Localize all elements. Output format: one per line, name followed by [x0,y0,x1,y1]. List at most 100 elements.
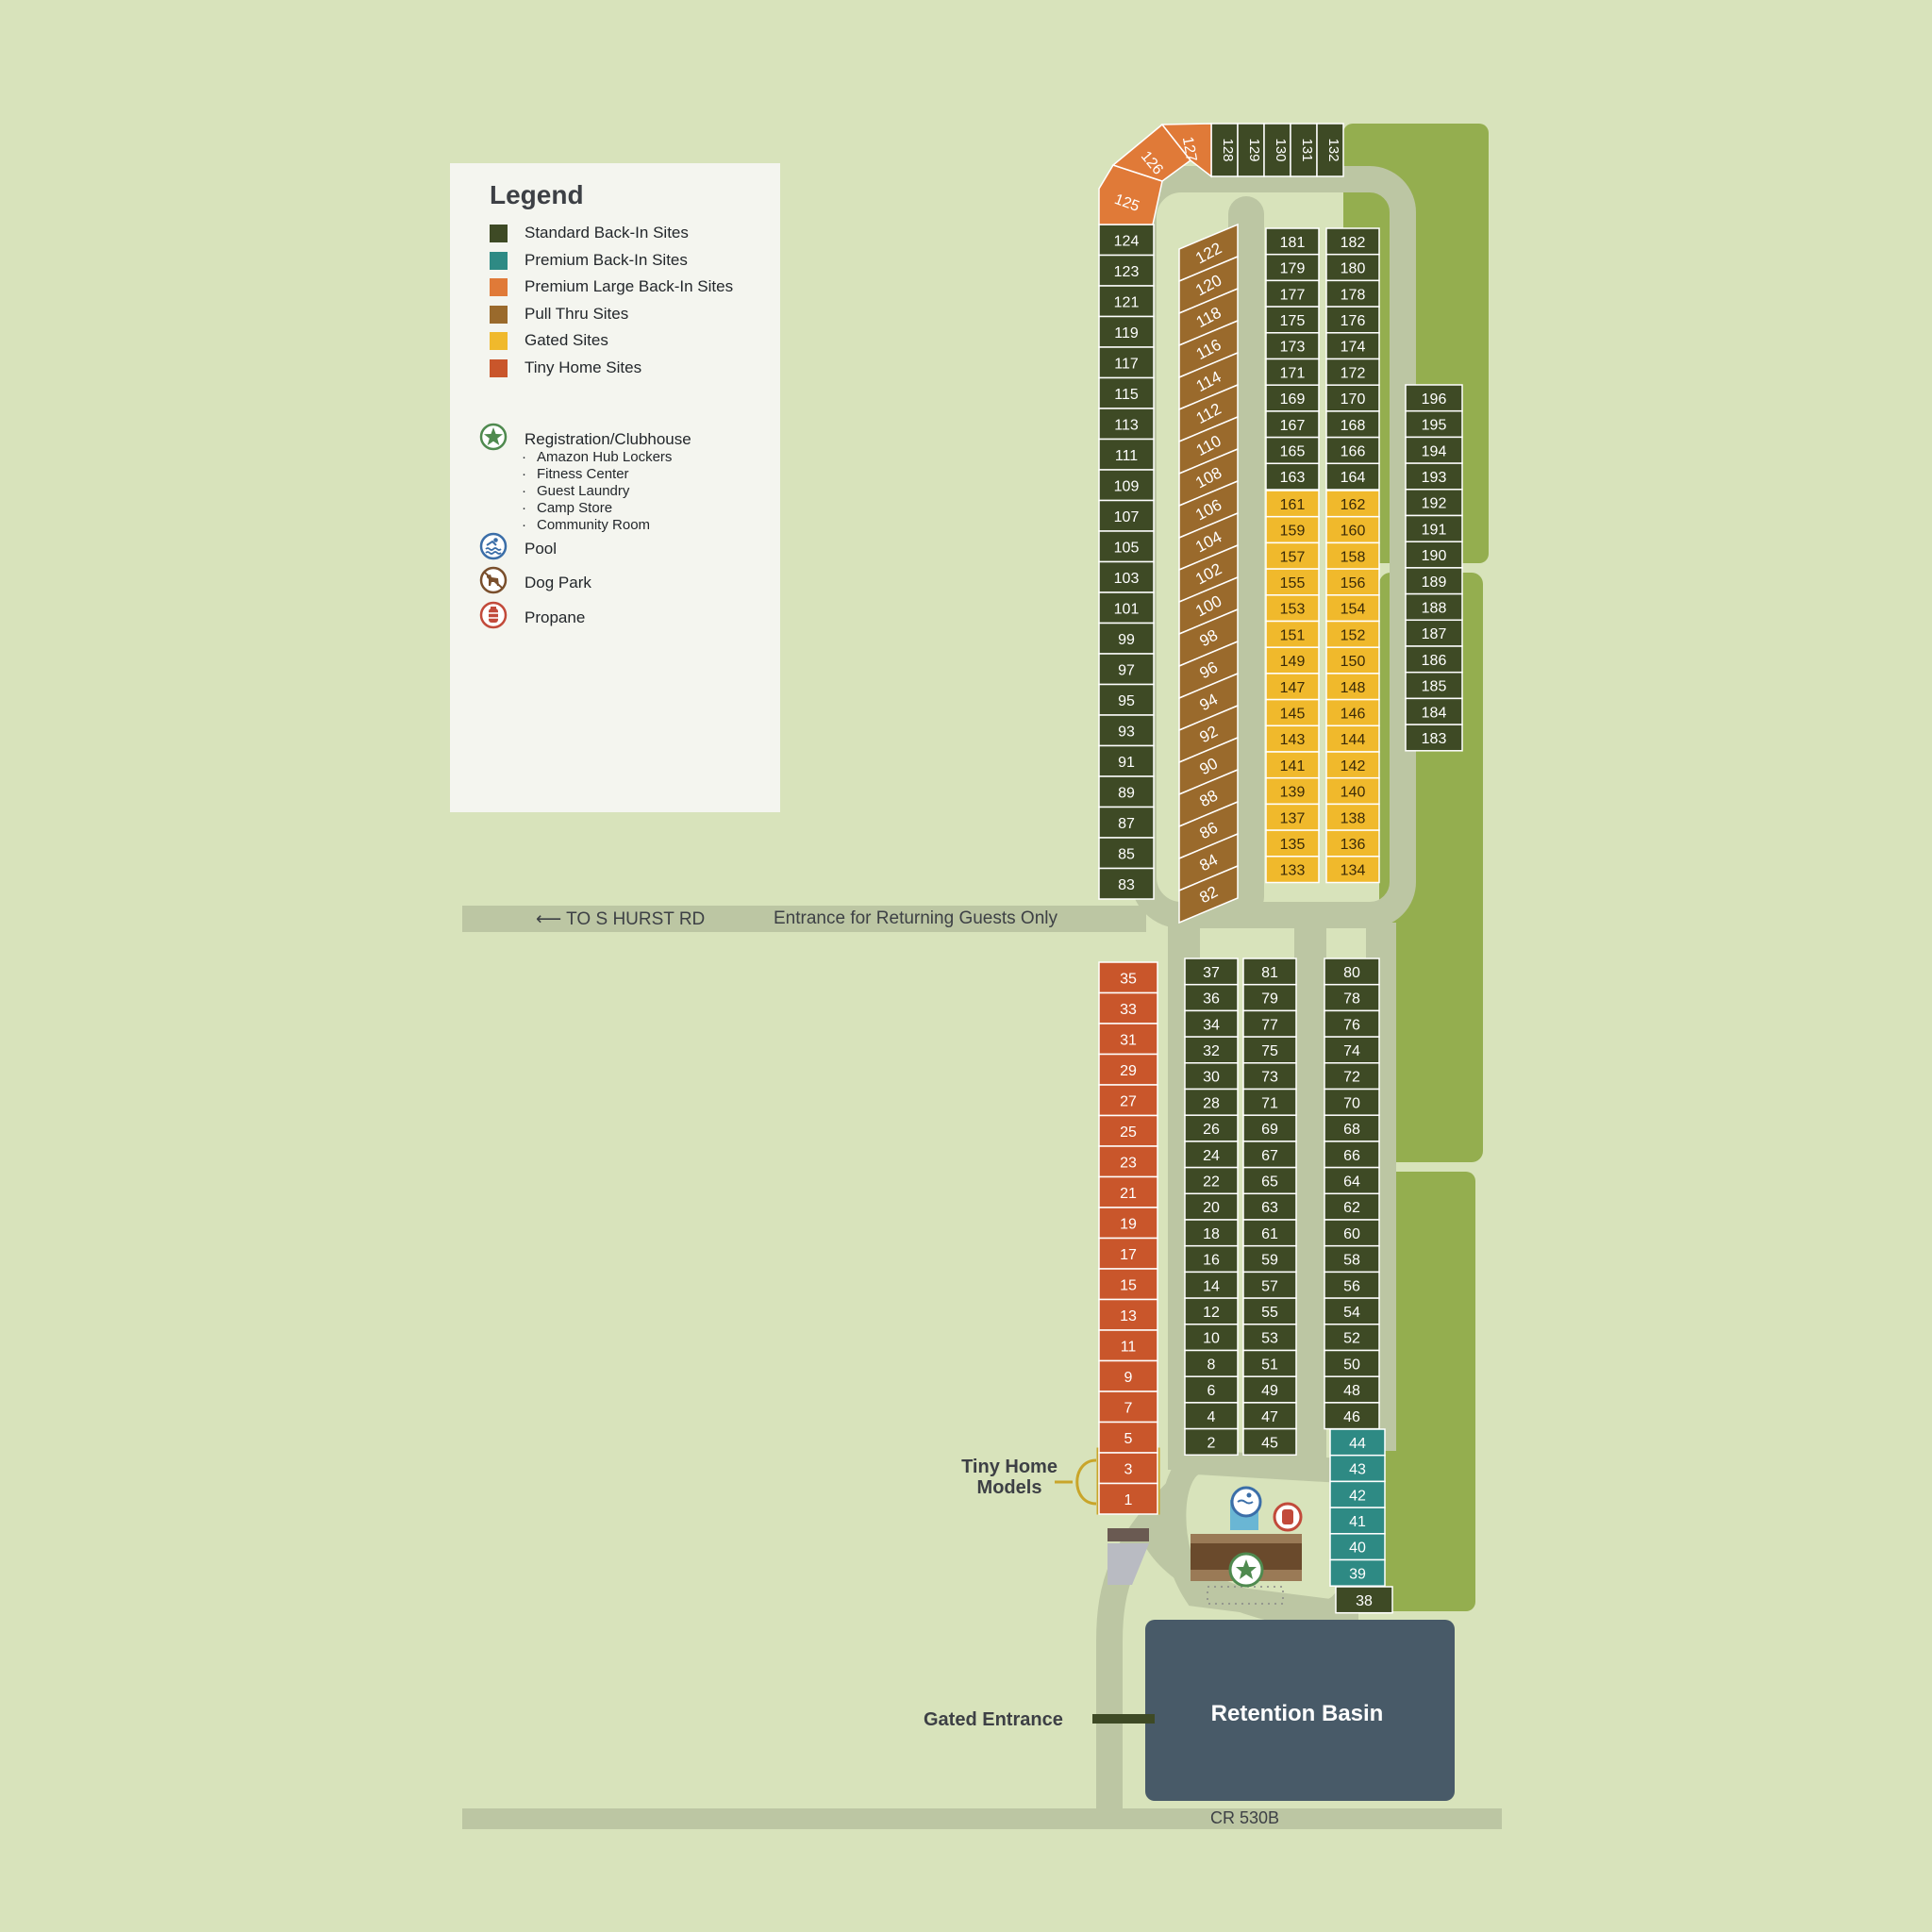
dog-park-shelter [1108,1528,1149,1541]
site-number: 68 [1343,1122,1360,1138]
campsite [1324,1271,1380,1299]
site-number: 190 [1422,548,1447,564]
green-strip-bottom [1379,1172,1475,1611]
site-number: 131 [1299,138,1315,161]
legend-panel: Legend Standard Back-In Sites Premium Ba… [450,163,780,812]
site-number: 43 [1349,1462,1366,1478]
site-number: 32 [1203,1043,1220,1059]
site-number: 153 [1280,602,1306,618]
site-number: 195 [1422,418,1447,434]
campsite [1098,1175,1158,1208]
campsite [1324,1324,1380,1352]
site-number: 117 [1114,356,1139,372]
site-number: 144 [1341,732,1366,748]
star-icon [1228,1552,1264,1588]
site-number: 76 [1343,1017,1360,1033]
site-number: 65 [1261,1174,1278,1190]
site-number: 78 [1343,991,1360,1008]
site-number: 3 [1124,1461,1133,1477]
clubhouse-feature: Fitness Center [522,466,628,482]
site-number: 75 [1261,1043,1278,1059]
campsite [1325,515,1380,544]
site-number: 57 [1261,1278,1278,1294]
site-number: 159 [1280,524,1306,540]
site-number: 6 [1208,1383,1216,1399]
road-cr-530b [462,1808,1502,1829]
campsites: 1241231211191171151131111091071051031019… [1098,123,1463,1614]
site-number: 140 [1341,785,1366,801]
site-number: 69 [1261,1122,1278,1138]
campsite [1098,469,1155,502]
campsite [1265,490,1320,518]
site-number: 33 [1120,1002,1137,1018]
campsite [1098,1237,1158,1270]
campsite [1265,568,1320,596]
site-number: 170 [1341,391,1366,408]
amenity-icons [1228,1486,1303,1588]
site-number: 163 [1280,470,1306,486]
site-number: 54 [1343,1305,1360,1321]
campsite [1098,653,1155,686]
campsite [1265,227,1320,256]
star-icon-shape [1236,1559,1257,1579]
site-number: 135 [1280,837,1306,853]
site-number: 186 [1422,653,1447,669]
site-number: 192 [1422,496,1447,512]
campsite [1263,123,1291,177]
site-number: 46 [1343,1409,1360,1425]
legend-swatch [490,224,508,242]
campsite [1265,829,1320,858]
tiny-home-models-label-line1: Tiny Home [961,1457,1058,1477]
campsite [1098,1145,1158,1178]
site-number: 130 [1273,138,1289,161]
campsite [1329,1454,1386,1483]
campsite-pull-thru [1178,864,1239,924]
site-number: 21 [1120,1186,1137,1202]
clubhouse-label: Registration/Clubhouse [525,430,691,448]
campsite [1325,568,1380,596]
legend-item-pull-thru: Pull Thru Sites [490,304,628,325]
campsite [1098,315,1155,348]
campsite [1098,499,1155,532]
campsite [1324,1219,1380,1247]
campsite [1098,1207,1158,1240]
campsite [1098,991,1158,1024]
site-number: 172 [1341,365,1366,381]
campsite [1098,346,1155,379]
pool-icon-wave [1237,1499,1254,1505]
campsite [1242,983,1297,1012]
site-number: 52 [1343,1331,1360,1347]
site-number: 132 [1325,138,1341,161]
site-number: 28 [1203,1095,1220,1111]
site-number: 136 [1341,837,1366,853]
campsite [1324,1192,1380,1221]
site-number: 47 [1261,1409,1278,1425]
site-number: 77 [1261,1017,1278,1033]
site-number: 22 [1203,1174,1220,1190]
pool-icon [479,532,508,560]
site-number: 123 [1114,264,1140,280]
site-number: 101 [1114,601,1140,617]
campsite [1242,1192,1297,1221]
legend-label: Tiny Home Sites [525,358,642,376]
star-icon [479,423,508,451]
legend-label: Pull Thru Sites [525,305,629,323]
campsite [1324,1088,1380,1116]
clubhouse-feature: Camp Store [522,500,612,516]
tiny-home-models-label-line2: Models [976,1477,1042,1498]
campsite [1098,254,1155,287]
legend-label: Gated Sites [525,331,608,349]
site-number: 161 [1280,497,1306,513]
site-number: 184 [1422,705,1447,721]
to-hurst-rd-label: ⟵ TO S HURST RD [536,909,706,929]
campsite [1325,332,1380,360]
site-number: 49 [1261,1383,1278,1399]
site-number: 18 [1203,1226,1220,1242]
site-number: 111 [1115,448,1138,464]
campsite [1242,1349,1297,1377]
site-number: 180 [1341,261,1366,277]
campsite [1324,1166,1380,1195]
